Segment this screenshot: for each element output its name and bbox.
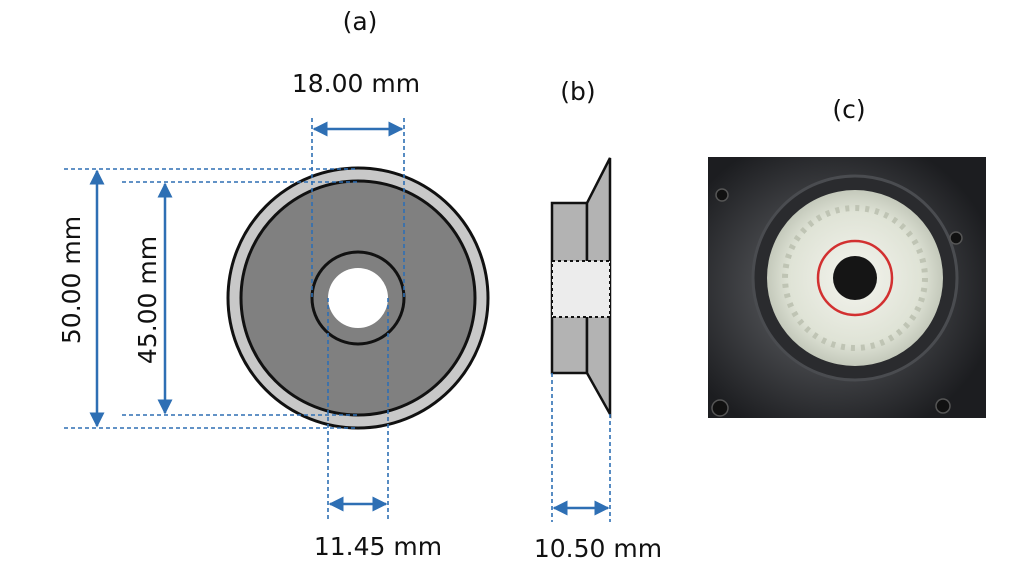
front-view-disc (226, 166, 490, 430)
photo-screw-bottom-right (935, 398, 951, 414)
photo-screw-bottom-left (711, 399, 729, 417)
photo-bumps-ring (782, 205, 928, 351)
photo-red-ring (816, 239, 894, 317)
dim-label-inner-diameter: 45.00 mm (133, 236, 162, 364)
side-view (550, 157, 612, 419)
photo-center-hole (833, 256, 877, 300)
dim-label-outer-diameter: 50.00 mm (57, 216, 86, 344)
dim-label-thickness: 10.50 mm (534, 534, 662, 563)
photo-screw-right (949, 231, 963, 245)
center-hole (328, 268, 388, 328)
photo-mounted-part (708, 157, 986, 418)
panel-label-a: (a) (343, 7, 378, 36)
dim-label-top-width: 18.00 mm (292, 69, 420, 98)
photo-screw-top-left (715, 188, 729, 202)
side-core-cutaway (551, 260, 611, 318)
dim-label-bottom-width: 11.45 mm (314, 532, 442, 561)
panel-label-b: (b) (560, 77, 595, 106)
panel-label-c: (c) (832, 95, 865, 124)
